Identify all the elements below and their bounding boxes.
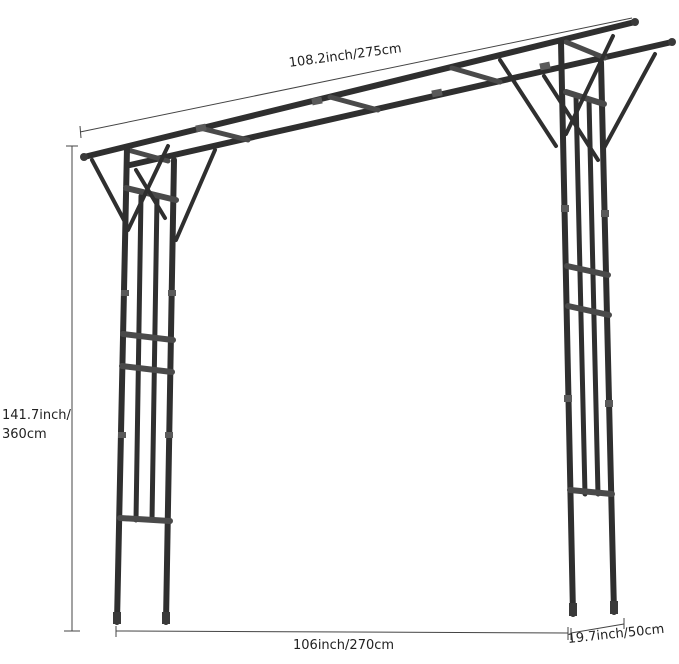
height-label-line2: 360cm [2,427,47,442]
top-width-dimension-line [79,17,633,133]
right-inner-bar [586,97,601,497]
top-cross-rung [197,125,251,143]
bottom-width-label: 106inch/270cm [293,638,395,653]
left-back-leg [114,145,130,625]
beam-end-cap [631,18,639,26]
top-beams [80,18,676,168]
left-inner-bar [133,193,144,523]
beam-joint [539,61,551,71]
left-brace [174,148,217,242]
left-brace [90,158,127,224]
left-brace [134,168,167,220]
height-label-line1: 141.7inch/ [2,408,71,423]
left-front-leg [163,157,177,625]
top-cross-rung [449,65,503,85]
left-inner-bar [149,195,160,523]
beam-end-cap [668,38,676,46]
right-brace [498,58,558,148]
beam-joint [195,123,207,133]
bottom-width-dimension-line [115,630,569,634]
right-foot [610,601,618,614]
left-rung [120,331,176,343]
left-rung [119,363,175,375]
top-cross-rung [327,94,381,113]
front-top-beam [127,39,675,168]
right-rung [565,303,612,318]
right-rung [564,263,611,278]
right-brace [564,34,615,136]
right-brace [542,74,600,162]
right-front-leg [598,59,617,615]
dimension-lines [64,17,633,640]
right-inner-bar [573,93,588,497]
beam-joint [311,96,323,106]
left-foot [162,612,170,624]
height-label: 141.7inch/ 360cm [2,406,71,444]
back-top-beam [81,19,638,160]
left-post [90,144,217,625]
beam-joint [431,88,443,98]
left-foot [113,612,121,624]
right-foot [569,603,577,616]
top-cross-rung [563,39,608,61]
right-rung [567,487,615,497]
beam-end-cap [80,153,88,161]
left-rung [117,515,173,524]
depth-dimension-line [570,623,625,634]
right-brace [602,52,657,150]
right-post [498,34,657,617]
right-back-leg [558,39,576,617]
top-width-tick-left [79,125,82,139]
